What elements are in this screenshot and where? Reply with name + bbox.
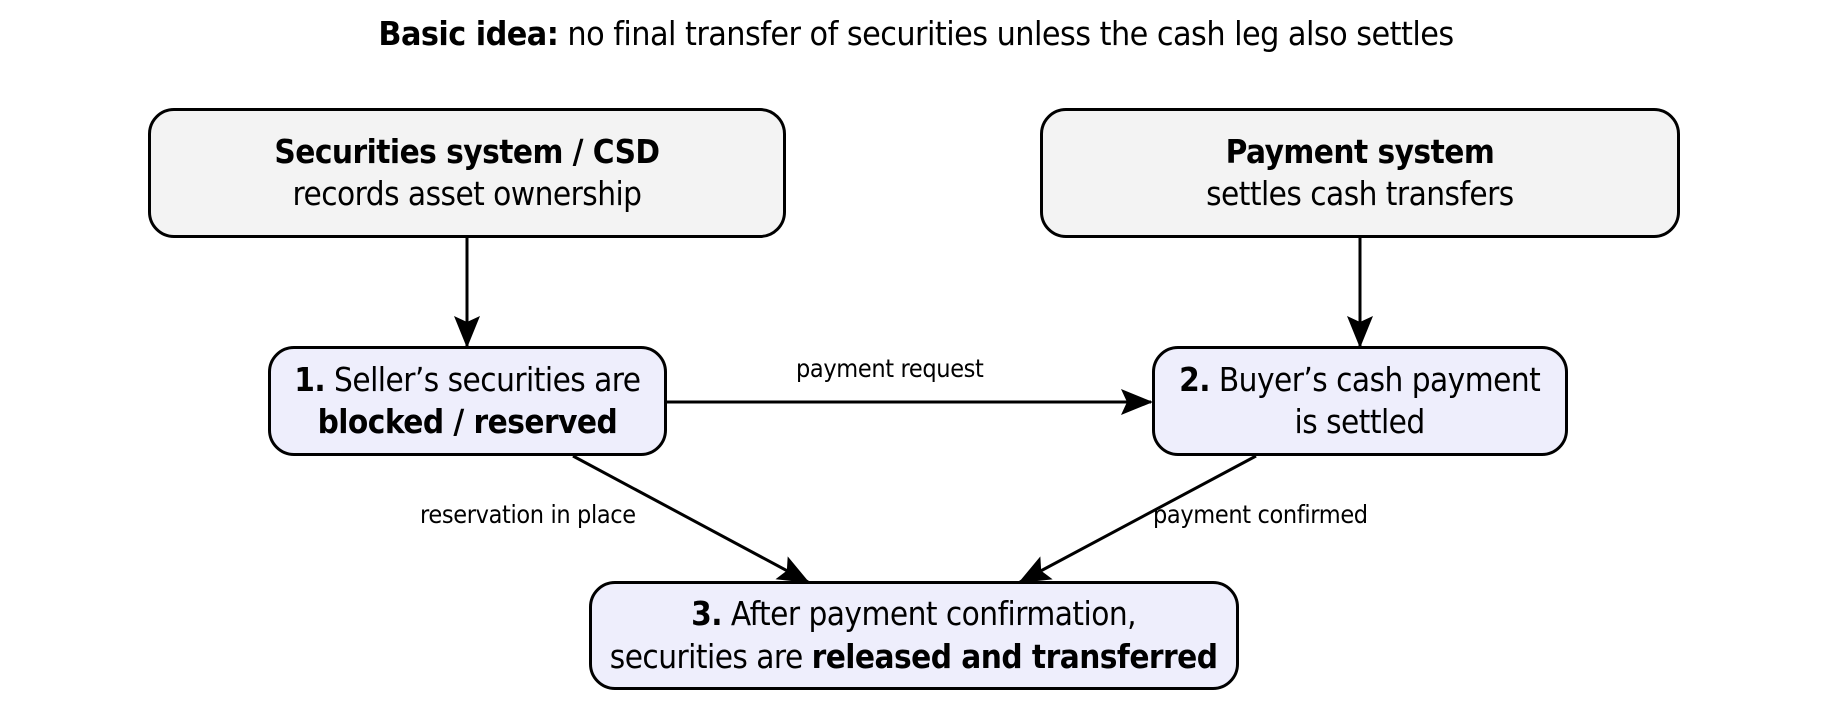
edge-step1-to-step3 [572, 454, 810, 584]
node-step1-securities-blocked: 1. Seller’s securities are blocked / res… [268, 346, 667, 456]
node-payment-system: Payment system settles cash transfers [1040, 108, 1680, 238]
step1-reserved: reserved [473, 402, 618, 441]
step2-line1: Buyer’s cash payment [1210, 359, 1541, 399]
node-step3-released-transferred: 3. After payment confirmation, securitie… [589, 581, 1239, 690]
edge-step2-to-step3 [1018, 454, 1257, 584]
step3-line2-plain: securities are [610, 636, 812, 676]
step3-line2-bold: released and transferred [811, 636, 1218, 676]
csd-subtitle: records asset ownership [292, 174, 642, 213]
step1-number: 1. [294, 359, 326, 399]
diagram-title: Basic idea: no final transfer of securit… [73, 14, 1758, 53]
step1-blocked: blocked [317, 402, 445, 441]
node-securities-system: Securities system / CSD records asset ow… [148, 108, 786, 238]
node-step2-cash-settled: 2. Buyer’s cash payment is settled [1152, 346, 1568, 456]
payment-system-subtitle: settles cash transfers [1206, 174, 1514, 213]
step2-line2: is settled [1294, 402, 1426, 441]
step3-line1: After payment confirmation, [722, 594, 1137, 634]
title-text: no final transfer of securities unless t… [558, 14, 1454, 53]
label-reservation-in-place: reservation in place [420, 500, 636, 529]
csd-title: Securities system / CSD [274, 131, 660, 171]
step1-line1: Seller’s securities are [325, 359, 641, 399]
step1-separator: / [443, 402, 474, 441]
title-bold: Basic idea: [378, 14, 559, 53]
label-payment-request: payment request [796, 354, 984, 383]
label-payment-confirmed: payment confirmed [1153, 500, 1368, 529]
step3-number: 3. [691, 594, 723, 634]
payment-system-title: Payment system [1225, 131, 1495, 171]
step2-number: 2. [1179, 359, 1211, 399]
